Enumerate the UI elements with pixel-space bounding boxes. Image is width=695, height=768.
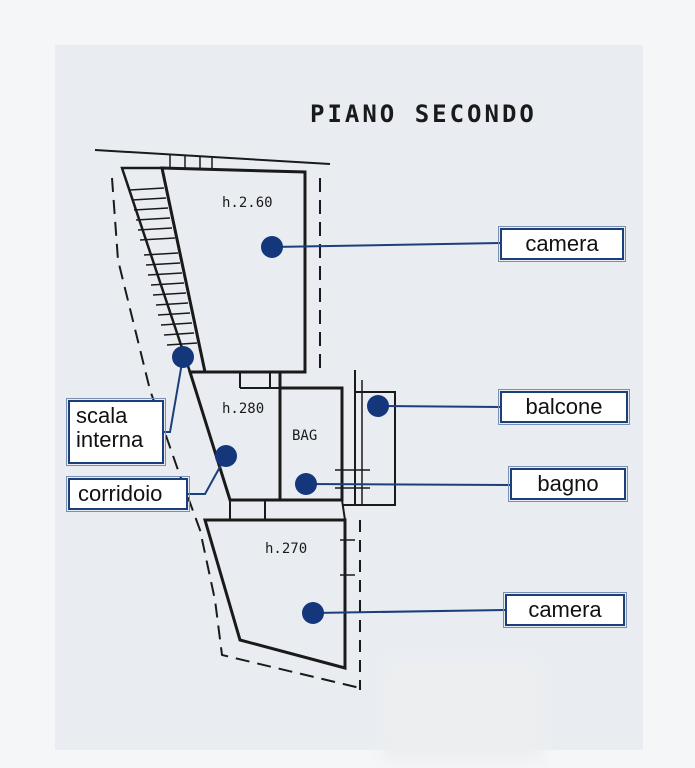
balcony-outline — [342, 370, 396, 506]
marker-corridoio — [215, 445, 237, 467]
room-corridor — [187, 370, 282, 502]
marker-scala — [172, 346, 194, 368]
leader-lines — [158, 242, 511, 614]
label-bagno: bagno — [508, 466, 628, 502]
marker-camera-bottom — [302, 602, 324, 624]
label-scala-line2: interna — [76, 427, 144, 452]
label-camera-top: camera — [498, 226, 626, 262]
perimeter-dashed — [111, 177, 361, 689]
stair-treads — [129, 187, 198, 346]
label-scala-interna: scala interna — [66, 398, 166, 466]
wall-segment — [341, 499, 346, 521]
bath-abbrev: BAG — [292, 428, 317, 444]
label-corridoio: corridoio — [66, 476, 190, 512]
label-balcone: balcone — [498, 389, 630, 425]
height-bottom-room: h.270 — [265, 541, 307, 557]
label-camera-bottom: camera — [503, 592, 627, 628]
marker-camera-top — [261, 236, 283, 258]
marker-balcone — [367, 395, 389, 417]
height-corridor: h.280 — [222, 401, 264, 417]
room-camera-bottom — [203, 518, 347, 670]
markers — [172, 236, 389, 624]
blurred-watermark-area — [392, 668, 532, 750]
roof-line — [94, 149, 331, 165]
label-scala-line1: scala — [76, 403, 128, 428]
marker-bagno — [295, 473, 317, 495]
drawing-title: PIANO SECONDO — [310, 100, 537, 128]
height-top-room: h.2.60 — [222, 195, 273, 211]
